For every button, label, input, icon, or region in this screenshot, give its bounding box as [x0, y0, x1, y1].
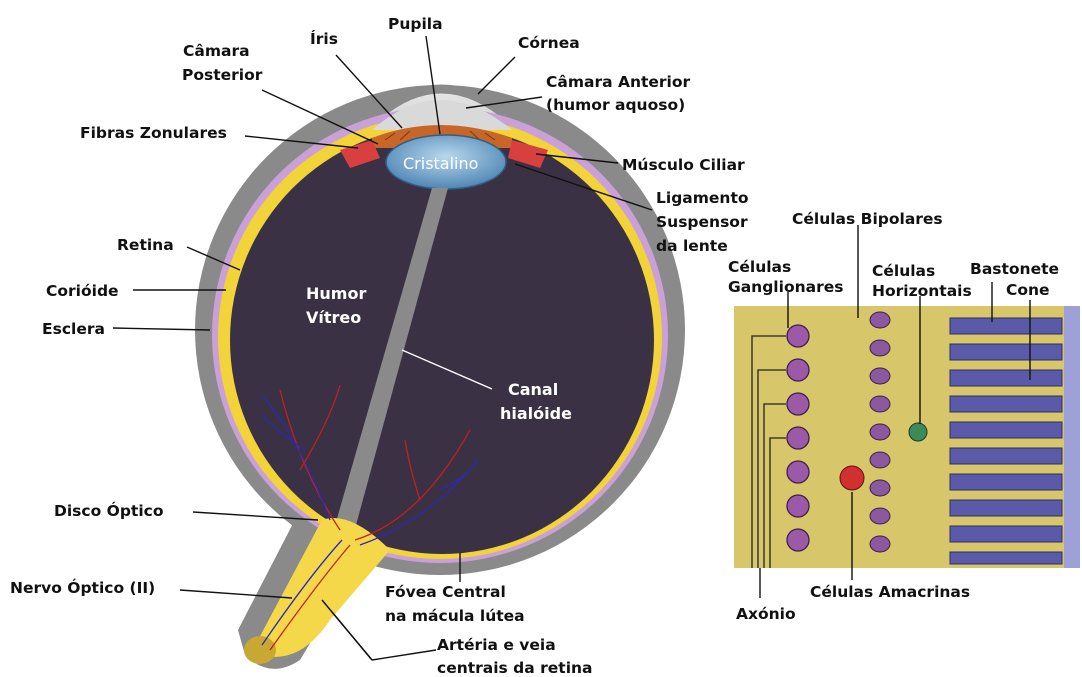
- label-ligamento-2: Suspensor: [656, 213, 748, 231]
- label-camara-posterior-2: Posterior: [182, 66, 263, 84]
- label-retina: Retina: [117, 236, 174, 254]
- label-cornea: Córnea: [518, 34, 580, 52]
- amacrine-cell: [840, 466, 864, 490]
- label-camara-posterior-1: Câmara: [183, 42, 250, 60]
- label-corioide: Corióide: [46, 282, 119, 300]
- label-cone: Cone: [1006, 281, 1050, 299]
- label-camara-anterior-2: (humor aquoso): [546, 96, 685, 114]
- label-arteria-2: centrais da retina: [437, 659, 593, 677]
- label-arteria-1: Artéria e veia: [437, 636, 556, 654]
- retina-detail: [734, 306, 1080, 568]
- bipolar-cells: [870, 312, 890, 552]
- label-horizontais-1: Células: [872, 262, 935, 280]
- label-humor-vitreo-2: Vítreo: [306, 308, 361, 327]
- label-disco-optico: Disco Óptico: [54, 501, 163, 520]
- label-musculo-ciliar: Músculo Ciliar: [622, 156, 745, 174]
- label-fibras-zonulares: Fibras Zonulares: [80, 124, 227, 142]
- label-ganglionares-2: Ganglionares: [728, 278, 843, 296]
- label-cristalino: Cristalino: [403, 154, 478, 173]
- label-nervo-optico: Nervo Óptico (II): [10, 578, 155, 597]
- pigment-layer: [1064, 306, 1080, 568]
- label-horizontais-2: Horizontais: [872, 282, 972, 300]
- label-bipolares: Células Bipolares: [792, 210, 943, 228]
- label-esclera: Esclera: [42, 320, 105, 338]
- label-camara-anterior-1: Câmara Anterior: [546, 73, 691, 91]
- label-humor-vitreo-1: Humor: [306, 284, 366, 303]
- label-fovea-2: na mácula lútea: [385, 607, 525, 625]
- label-canal-2: hialóide: [500, 404, 572, 423]
- horizontal-cell: [909, 423, 927, 441]
- label-ligamento-1: Ligamento: [656, 189, 749, 207]
- label-ganglionares-1: Células: [728, 258, 791, 276]
- label-amacrinas: Células Amacrinas: [810, 583, 970, 601]
- optic-nerve-end: [244, 636, 276, 664]
- label-axonio: Axónio: [736, 605, 796, 623]
- label-fovea-1: Fóvea Central: [385, 583, 506, 601]
- label-pupila: Pupila: [388, 15, 443, 33]
- label-iris: Íris: [310, 29, 338, 48]
- label-ligamento-3: da lente: [656, 237, 728, 255]
- label-canal-1: Canal: [508, 380, 558, 399]
- label-bastonete: Bastonete: [970, 260, 1059, 278]
